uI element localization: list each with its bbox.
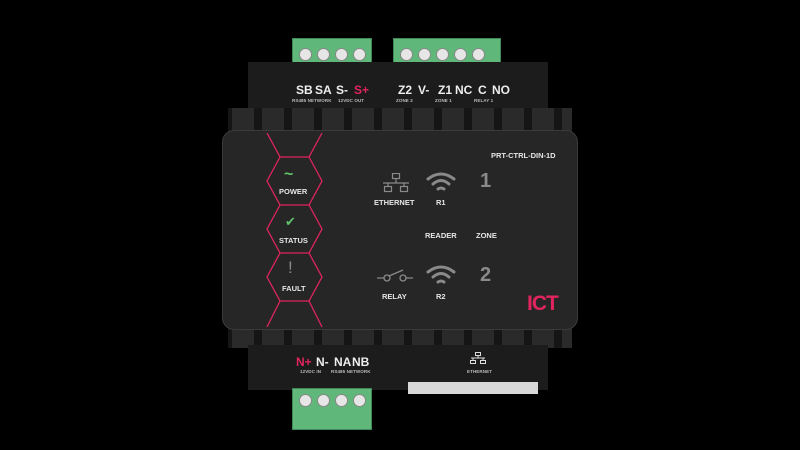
group-12vdc-out: 12VDC OUT bbox=[338, 98, 365, 103]
terminal-n-minus: N- bbox=[316, 355, 329, 369]
ethernet-icon bbox=[470, 352, 486, 364]
relay-label: RELAY bbox=[382, 292, 407, 301]
wireless-reader-r1-icon bbox=[426, 172, 456, 191]
ict-logo: ICT bbox=[527, 292, 559, 315]
zone-1-number: 1 bbox=[480, 170, 492, 192]
terminal-no: NO bbox=[492, 83, 510, 97]
terminal-nc: NC bbox=[455, 83, 473, 97]
terminal-z2: Z2 bbox=[398, 83, 413, 97]
top-fins bbox=[228, 108, 572, 132]
group-ethernet: ETHERNET bbox=[467, 369, 493, 374]
bottom-terminal-block bbox=[292, 388, 372, 430]
terminal-na: NA bbox=[334, 355, 352, 369]
ethernet-icon bbox=[383, 173, 409, 193]
terminal-s-plus: S+ bbox=[354, 83, 370, 97]
group-zone2: ZONE 2 bbox=[396, 98, 413, 103]
front-panel bbox=[222, 130, 578, 330]
power-label: POWER bbox=[279, 187, 308, 196]
status-label: STATUS bbox=[279, 236, 308, 245]
group-relay1: RELAY 1 bbox=[474, 98, 494, 103]
r2-label: R2 bbox=[436, 292, 446, 301]
wireless-reader-r2-icon bbox=[426, 265, 456, 284]
ethernet-port bbox=[408, 382, 538, 394]
zone-2-number: 2 bbox=[480, 264, 492, 286]
relay-switch-icon bbox=[377, 269, 413, 282]
group-zone1: ZONE 1 bbox=[435, 98, 452, 103]
terminal-s-minus: S- bbox=[336, 83, 348, 97]
terminal-nb: NB bbox=[352, 355, 370, 369]
terminal-sb: SB bbox=[296, 83, 313, 97]
tilde-icon: ~ bbox=[284, 166, 294, 183]
reader-label: READER bbox=[425, 231, 457, 240]
terminal-v-minus: V- bbox=[418, 83, 430, 97]
top-housing bbox=[248, 62, 548, 112]
model-label: PRT-CTRL-DIN-1D bbox=[491, 151, 556, 160]
group-12vdc-in: 12VDC IN bbox=[300, 369, 322, 374]
hexagon-outline bbox=[266, 132, 323, 328]
ethernet-label: ETHERNET bbox=[374, 198, 415, 207]
exclamation-icon: ! bbox=[288, 258, 293, 277]
group-rs485-bottom: RS485 NETWORK bbox=[331, 369, 371, 374]
check-icon: ✔ bbox=[285, 214, 296, 229]
group-rs485-top: RS485 NETWORK bbox=[292, 98, 332, 103]
bottom-fins bbox=[228, 326, 572, 348]
terminal-c: C bbox=[478, 83, 487, 97]
terminal-z1: Z1 bbox=[438, 83, 453, 97]
terminal-n-plus: N+ bbox=[296, 355, 312, 369]
fault-label: FAULT bbox=[282, 284, 306, 293]
r1-label: R1 bbox=[436, 198, 446, 207]
terminal-sa: SA bbox=[315, 83, 332, 97]
zone-label: ZONE bbox=[476, 231, 497, 240]
